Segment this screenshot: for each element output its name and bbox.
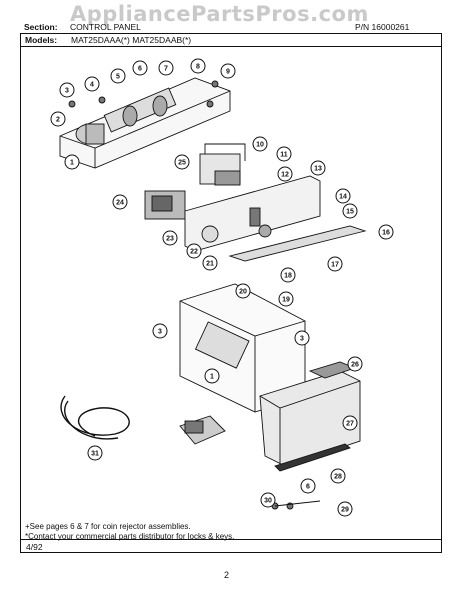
footnote-locks-keys: *Contact your commercial parts distribut… (25, 532, 235, 541)
watermark: AppliancePartsPros.com (70, 2, 369, 26)
callout-number-9: 9 (226, 69, 230, 76)
callout-number-1: 1 (210, 374, 214, 381)
callout-number-8: 8 (196, 64, 200, 71)
callout-number-30: 30 (264, 498, 272, 505)
callout-circle-4 (84, 76, 100, 92)
callout-number-3: 3 (158, 329, 162, 336)
wiring-bracket (199, 143, 246, 186)
timer-knob (122, 95, 168, 127)
callout-circle-22 (186, 243, 202, 259)
callout-circle-7 (158, 60, 174, 76)
callout-number-7: 7 (164, 66, 168, 73)
callout-number-29: 29 (341, 507, 349, 514)
callout-number-15: 15 (346, 209, 354, 216)
callout-circle-23 (162, 230, 178, 246)
callout-circle-24 (112, 194, 128, 210)
callout-circle-25 (174, 154, 190, 170)
callout-circle-26 (347, 356, 363, 372)
callout-circle-3 (294, 330, 310, 346)
callout-number-28: 28 (334, 474, 342, 481)
callout-number-22: 22 (190, 249, 198, 256)
callout-number-25: 25 (178, 160, 186, 167)
models-row: Models: MAT25DAAA(*) MAT25DAAB(*) (21, 34, 441, 47)
callout-circle-13 (310, 160, 326, 176)
callout-circle-17 (327, 256, 343, 272)
diagram-frame: Models: MAT25DAAA(*) MAT25DAAB(*) +See p… (20, 33, 442, 553)
callout-number-24: 24 (116, 200, 124, 207)
callout-number-20: 20 (239, 289, 247, 296)
callout-circle-2 (50, 111, 66, 127)
callout-circle-10 (252, 136, 268, 152)
callout-number-11: 11 (280, 152, 288, 159)
callout-circle-20 (235, 283, 251, 299)
control-overlay (228, 225, 367, 262)
callout-circle-11 (276, 146, 292, 162)
footnote-coin-rejector: +See pages 6 & 7 for coin rejector assem… (25, 522, 191, 531)
coin-mechanism (144, 190, 186, 220)
callout-number-3: 3 (300, 336, 304, 343)
callout-circle-12 (277, 166, 293, 182)
callout-circle-9 (220, 63, 236, 79)
callout-circle-28 (330, 468, 346, 484)
callout-circle-30 (260, 492, 276, 508)
callout-circle-5 (110, 68, 126, 84)
coin-box-housing (259, 370, 361, 472)
callout-number-13: 13 (314, 166, 322, 173)
callout-circle-3 (152, 323, 168, 339)
callout-circle-1 (64, 154, 80, 170)
callout-circle-15 (342, 203, 358, 219)
callout-circle-8 (190, 58, 206, 74)
section-label: Section: (24, 22, 58, 32)
callout-number-26: 26 (351, 362, 359, 369)
callout-circle-29 (337, 501, 353, 517)
callout-number-10: 10 (256, 142, 264, 149)
front-control-panel (184, 175, 321, 252)
models-value: MAT25DAAA(*) MAT25DAAB(*) (71, 35, 192, 45)
callout-number-31: 31 (91, 451, 99, 458)
callout-circle-18 (280, 267, 296, 283)
callout-circle-6 (132, 60, 148, 76)
footnotes: +See pages 6 & 7 for coin rejector assem… (25, 522, 439, 542)
callout-number-18: 18 (284, 273, 292, 280)
callout-number-2: 2 (56, 117, 60, 124)
callout-number-6: 6 (306, 484, 310, 491)
callout-number-19: 19 (282, 297, 290, 304)
callout-number-27: 27 (346, 421, 354, 428)
callout-number-1: 1 (70, 160, 74, 167)
callout-number-4: 4 (90, 82, 94, 89)
callout-circle-1 (204, 368, 220, 384)
revision-date: 4/92 (26, 542, 43, 552)
callout-number-17: 17 (331, 262, 339, 269)
callout-circle-16 (378, 224, 394, 240)
section-value: CONTROL PANEL (70, 22, 141, 32)
callout-number-6: 6 (138, 66, 142, 73)
date-row: 4/92 (21, 539, 441, 554)
callout-circle-21 (202, 255, 218, 271)
callout-number-16: 16 (382, 230, 390, 237)
callout-circle-3 (59, 82, 75, 98)
callout-number-14: 14 (339, 194, 347, 201)
callout-number-12: 12 (281, 172, 289, 179)
wire-harness (60, 395, 130, 440)
callout-circle-27 (342, 415, 358, 431)
part-number: P/N 16000261 (355, 22, 410, 32)
callout-circle-14 (335, 188, 351, 204)
callout-number-23: 23 (166, 236, 174, 243)
callout-number-21: 21 (206, 261, 214, 268)
callout-number-5: 5 (116, 74, 120, 81)
page-number: 2 (224, 570, 230, 580)
bottom-hardware (271, 500, 321, 510)
callout-circle-19 (278, 291, 294, 307)
callout-circle-31 (87, 445, 103, 461)
callout-number-3: 3 (65, 88, 69, 95)
coin-box-lock (179, 415, 226, 445)
timer-motor (75, 123, 105, 145)
callout-circle-6 (300, 478, 316, 494)
models-label: Models: (25, 35, 58, 45)
